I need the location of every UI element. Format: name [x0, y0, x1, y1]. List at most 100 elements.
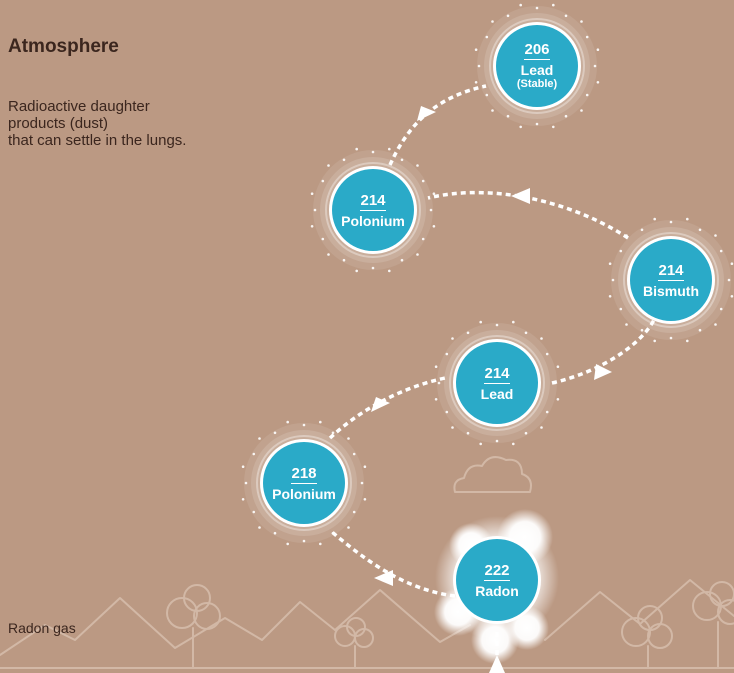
node-polonium-218-halo-dot — [241, 498, 245, 501]
node-polonium-218-halo-dot — [319, 420, 322, 424]
tree-middle — [334, 617, 374, 669]
description-line-3: that can settle in the lungs. — [8, 132, 187, 149]
node-bismuth-214-halo-dot — [719, 307, 723, 311]
node-lead-206-stable-halo-dot — [491, 109, 494, 112]
node-polonium-214-halo-dot — [327, 164, 330, 167]
node-lead-214-graphic — [434, 320, 560, 446]
node-lead-206-stable-halo-dot — [596, 81, 600, 84]
node-lead-214-halo-dot — [495, 323, 499, 327]
node-lead-206-stable-halo-dot — [519, 125, 522, 129]
node-lead-206-stable-graphic — [474, 3, 600, 129]
node-polonium-218-halo-dot — [363, 498, 367, 501]
node-polonium-214-halo-dot — [400, 258, 404, 262]
arrowhead-to-po218 — [374, 570, 393, 586]
node-bismuth-214-halo-dot — [686, 217, 689, 221]
node-polonium-214-halo-dot — [416, 164, 419, 167]
node-lead-214-halo-dot — [512, 442, 515, 446]
node-polonium-214-halo-dot — [321, 179, 325, 183]
node-polonium-214-halo-dot — [327, 253, 330, 256]
node-polonium-214-halo-ring — [325, 162, 421, 258]
node-bismuth-214-halo-dot — [686, 339, 689, 343]
node-polonium-214-halo-dot — [421, 237, 425, 241]
node-polonium-218-number: 218 — [291, 464, 317, 482]
arrowheads — [371, 106, 612, 673]
node-lead-214-halo-dot — [451, 337, 454, 340]
node-polonium-218-halo-dot — [363, 465, 367, 469]
node-polonium-218-halo-dot — [302, 539, 306, 543]
node-polonium-218-halo-dot — [352, 510, 356, 514]
node-polonium-218-halo-dot — [252, 452, 256, 456]
node-radon-222: 222 Radon — [453, 536, 541, 624]
node-polonium-218-halo-dot — [286, 542, 290, 546]
arrow-po218-to-pb214 — [328, 376, 446, 440]
node-polonium-214: 214 Polonium — [329, 166, 417, 254]
landscape — [0, 456, 734, 669]
node-bismuth-214-halo-dot — [640, 228, 644, 232]
node-lead-206-stable-halo-dot — [593, 64, 597, 68]
node-bismuth-214-halo-dot — [714, 234, 717, 237]
node-polonium-218-halo-dot — [273, 431, 277, 435]
arrowhead-to-po214 — [511, 188, 530, 204]
node-polonium-218: 218 Polonium — [260, 439, 348, 527]
node-bismuth-214-halo-dot — [698, 228, 702, 232]
node-bismuth-214-halo-dot — [611, 278, 615, 282]
node-lead-206-number: 206 — [524, 41, 550, 58]
node-bismuth-214: 214 Bismuth — [627, 236, 715, 324]
node-lead-214-halo-dot — [479, 442, 483, 446]
node-bismuth-214-halo-ring — [623, 232, 719, 328]
node-polonium-214-name: Polonium — [341, 212, 405, 229]
description-line-2: products (dust) — [8, 115, 109, 132]
node-bismuth-214-divider — [658, 279, 684, 281]
atmosphere-description: Radioactive daughter products (dust) tha… — [8, 98, 186, 149]
node-lead-214-halo-dot — [495, 439, 499, 443]
node-bismuth-214-halo-dot — [669, 220, 673, 224]
node-lead-206-stable-halo-dot — [552, 125, 555, 129]
mountain-range — [0, 579, 734, 656]
tree-right — [621, 581, 734, 669]
radon-gas-label: Radon gas — [8, 620, 76, 636]
node-polonium-218-halo-dot — [252, 510, 256, 514]
node-lead-206-stable-halo-dot — [535, 6, 539, 10]
node-polonium-218-halo-dot — [347, 526, 350, 529]
node-polonium-218-halo-dot — [352, 452, 356, 456]
node-polonium-218-halo-dot — [244, 481, 248, 485]
node-bismuth-214-halo-dot — [730, 295, 734, 298]
node-lead-214-halo-dot — [540, 337, 543, 340]
node-lead-214-name: Lead — [480, 385, 514, 402]
node-polonium-218-halo-dot — [360, 481, 364, 485]
node-polonium-214-halo-dot — [313, 208, 317, 212]
node-polonium-214-halo-dot — [388, 269, 391, 273]
node-lead-214-halo-dot — [556, 398, 560, 401]
node-bismuth-214-halo-dot — [608, 295, 612, 298]
node-polonium-214-halo-dot — [371, 266, 375, 270]
cloud-outline — [453, 456, 532, 493]
node-lead-206-stable-halo-dot — [474, 81, 478, 84]
node-lead-214-divider — [484, 382, 510, 384]
node-bismuth-214-number: 214 — [658, 261, 684, 279]
node-polonium-214-halo-dot — [432, 192, 436, 195]
node-lead-214: 214 Lead — [453, 339, 541, 427]
node-lead-206-stable-halo-dot — [564, 14, 568, 18]
node-polonium-214-halo-dot — [310, 192, 314, 195]
node-lead-206-stable-halo-dot — [474, 48, 478, 51]
arrowhead-radon-up — [489, 655, 505, 673]
node-polonium-218-halo-dot — [241, 465, 245, 469]
node-polonium-214-halo-dot — [388, 147, 391, 151]
node-bismuth-214-name: Bismuth — [643, 282, 699, 299]
node-lead-214-halo-dot — [545, 352, 549, 356]
node-lead-206-stable-note: (Stable) — [516, 78, 558, 90]
node-lead-206-name: Lead — [520, 62, 554, 78]
node-polonium-214-halo-dot — [310, 225, 314, 228]
node-polonium-214-halo-dot — [355, 147, 359, 151]
node-bismuth-214-halo-dot — [669, 336, 673, 340]
node-bismuth-214-halo-dot — [640, 328, 644, 332]
node-lead-206-stable-halo-dot — [491, 20, 494, 23]
arrow-po214-to-pb206 — [388, 84, 487, 166]
node-polonium-218-halo-dot — [258, 437, 261, 440]
arrowhead-to-pb206 — [417, 106, 436, 121]
node-lead-206-stable-halo-dot — [580, 109, 583, 112]
node-bismuth-214-halo-dot — [625, 234, 628, 237]
arrow-radon-to-po218 — [330, 530, 456, 598]
node-bismuth-214-halo-dot — [625, 323, 628, 326]
node-polonium-214-halo-dot — [400, 158, 404, 162]
